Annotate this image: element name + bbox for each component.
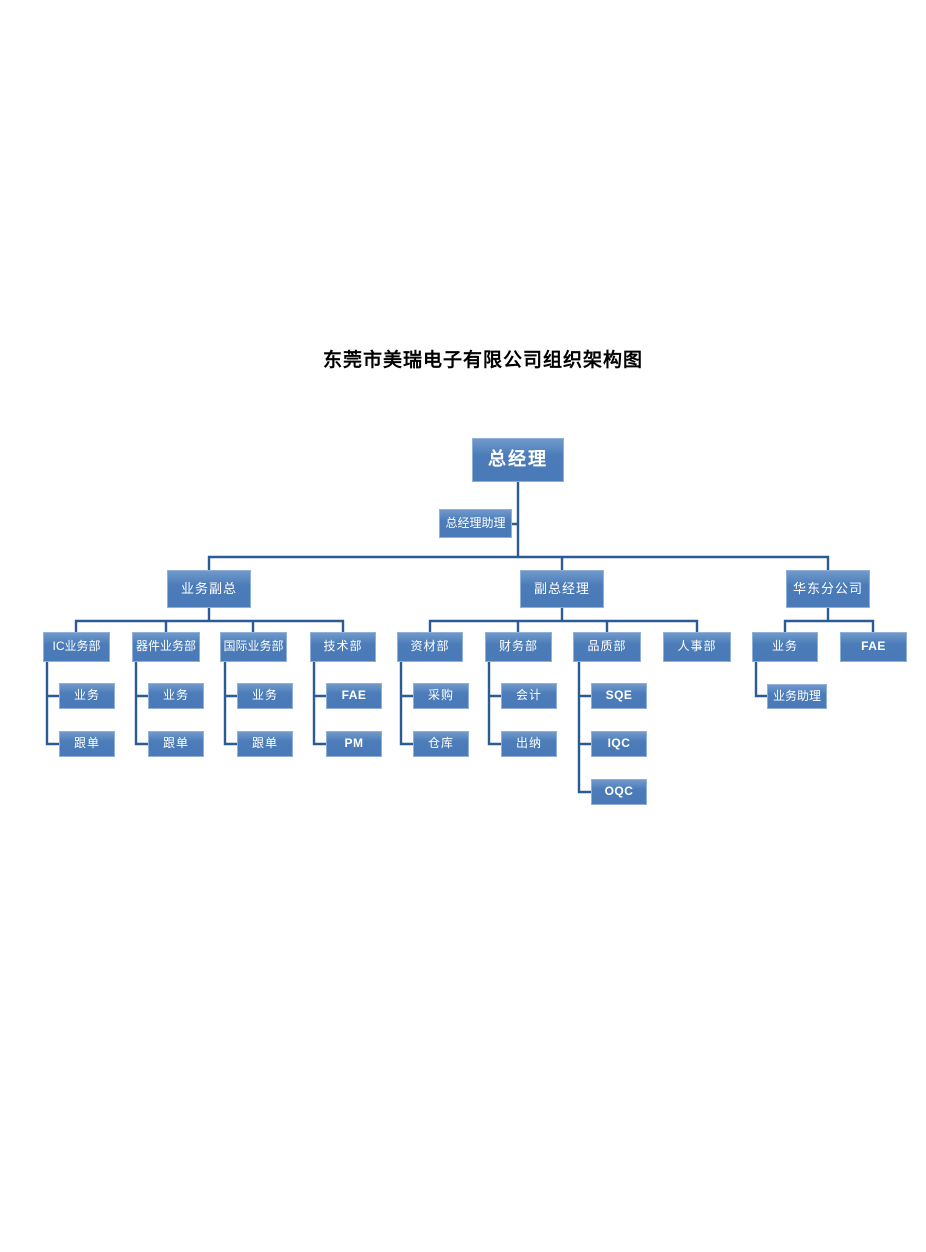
org-node-east-sales-dept: 业务 <box>752 632 818 662</box>
org-node-finance-dept: 财务部 <box>485 632 552 662</box>
org-node-purchasing: 采购 <box>413 683 469 709</box>
org-node-tech-fae: FAE <box>326 683 382 709</box>
org-node-east-fae-dept: FAE <box>840 632 907 662</box>
org-node-intl-merchandiser: 跟单 <box>237 731 293 757</box>
org-node-tech-dept: 技术部 <box>310 632 376 662</box>
org-node-device-sales: 业务 <box>148 683 204 709</box>
org-node-material-dept: 资材部 <box>397 632 463 662</box>
org-node-ic-merchandiser: 跟单 <box>59 731 115 757</box>
org-node-ic-business-dept: IC业务部 <box>43 632 110 662</box>
org-node-intl-business-dept: 国际业务部 <box>220 632 287 662</box>
org-node-oqc: OQC <box>591 779 647 805</box>
org-node-quality-dept: 品质部 <box>573 632 641 662</box>
org-node-east-china-branch: 华东分公司 <box>786 570 870 608</box>
org-node-tech-pm: PM <box>326 731 382 757</box>
org-node-gm-assistant: 总经理助理 <box>439 509 512 538</box>
org-node-accounting: 会计 <box>501 683 557 709</box>
org-node-general-manager: 总经理 <box>472 438 564 482</box>
org-node-deputy-gm: 副总经理 <box>520 570 604 608</box>
org-node-hr-dept: 人事部 <box>663 632 731 662</box>
org-node-business-vp: 业务副总 <box>167 570 251 608</box>
org-node-warehouse: 仓库 <box>413 731 469 757</box>
chart-title: 东莞市美瑞电子有限公司组织架构图 <box>322 350 643 371</box>
org-node-ic-sales: 业务 <box>59 683 115 709</box>
org-node-iqc: IQC <box>591 731 647 757</box>
org-node-device-merchandiser: 跟单 <box>148 731 204 757</box>
org-node-sqe: SQE <box>591 683 647 709</box>
org-node-cashier: 出纳 <box>501 731 557 757</box>
org-node-intl-sales: 业务 <box>237 683 293 709</box>
org-node-sales-assistant: 业务助理 <box>767 684 827 709</box>
org-node-device-business-dept: 器件业务部 <box>132 632 200 662</box>
